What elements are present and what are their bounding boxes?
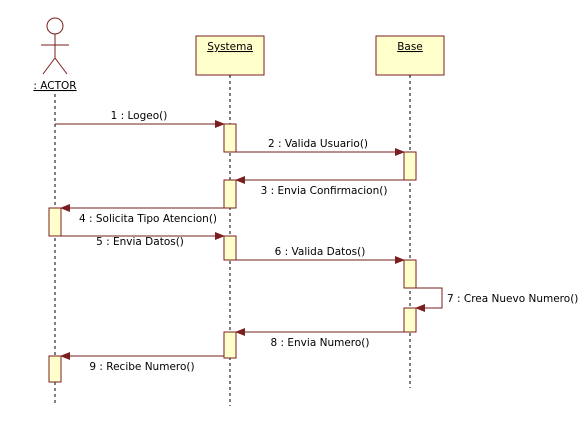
base-label: Base <box>397 41 423 53</box>
activation-systema-4 <box>223 331 237 359</box>
activation-actor-2 <box>48 355 62 383</box>
actor-figure-icon <box>41 17 69 75</box>
message-label-2: 2 : Valida Usuario() <box>268 138 368 150</box>
message-label-9: 9 : Recibe Numero() <box>89 361 194 373</box>
activation-systema-2 <box>223 179 237 209</box>
activation-base-1 <box>403 151 417 181</box>
lifeline-header-systema: Systema <box>195 35 265 76</box>
actor-label: : ACTOR <box>33 80 76 92</box>
systema-label: Systema <box>207 41 253 53</box>
activation-systema-1 <box>223 123 237 153</box>
lifeline-header-base: Base <box>375 35 445 76</box>
message-label-7: 7 : Crea Nuevo Numero() <box>447 293 578 305</box>
message-label-8: 8 : Envia Numero() <box>271 337 370 349</box>
message-label-3: 3 : Envia Confirmacion() <box>261 185 388 197</box>
activation-base-3 <box>403 307 417 333</box>
message-label-5: 5 : Envia Datos() <box>96 236 184 248</box>
message-label-6: 6 : Valida Datos() <box>275 246 366 258</box>
message-arrow-7 <box>415 287 443 312</box>
message-label-4: 4 : Solicita Tipo Atencion() <box>79 213 217 225</box>
message-label-1: 1 : Logeo() <box>111 110 168 122</box>
activation-base-2 <box>403 259 417 289</box>
activation-systema-3 <box>223 235 237 261</box>
activation-actor-1 <box>48 207 62 237</box>
